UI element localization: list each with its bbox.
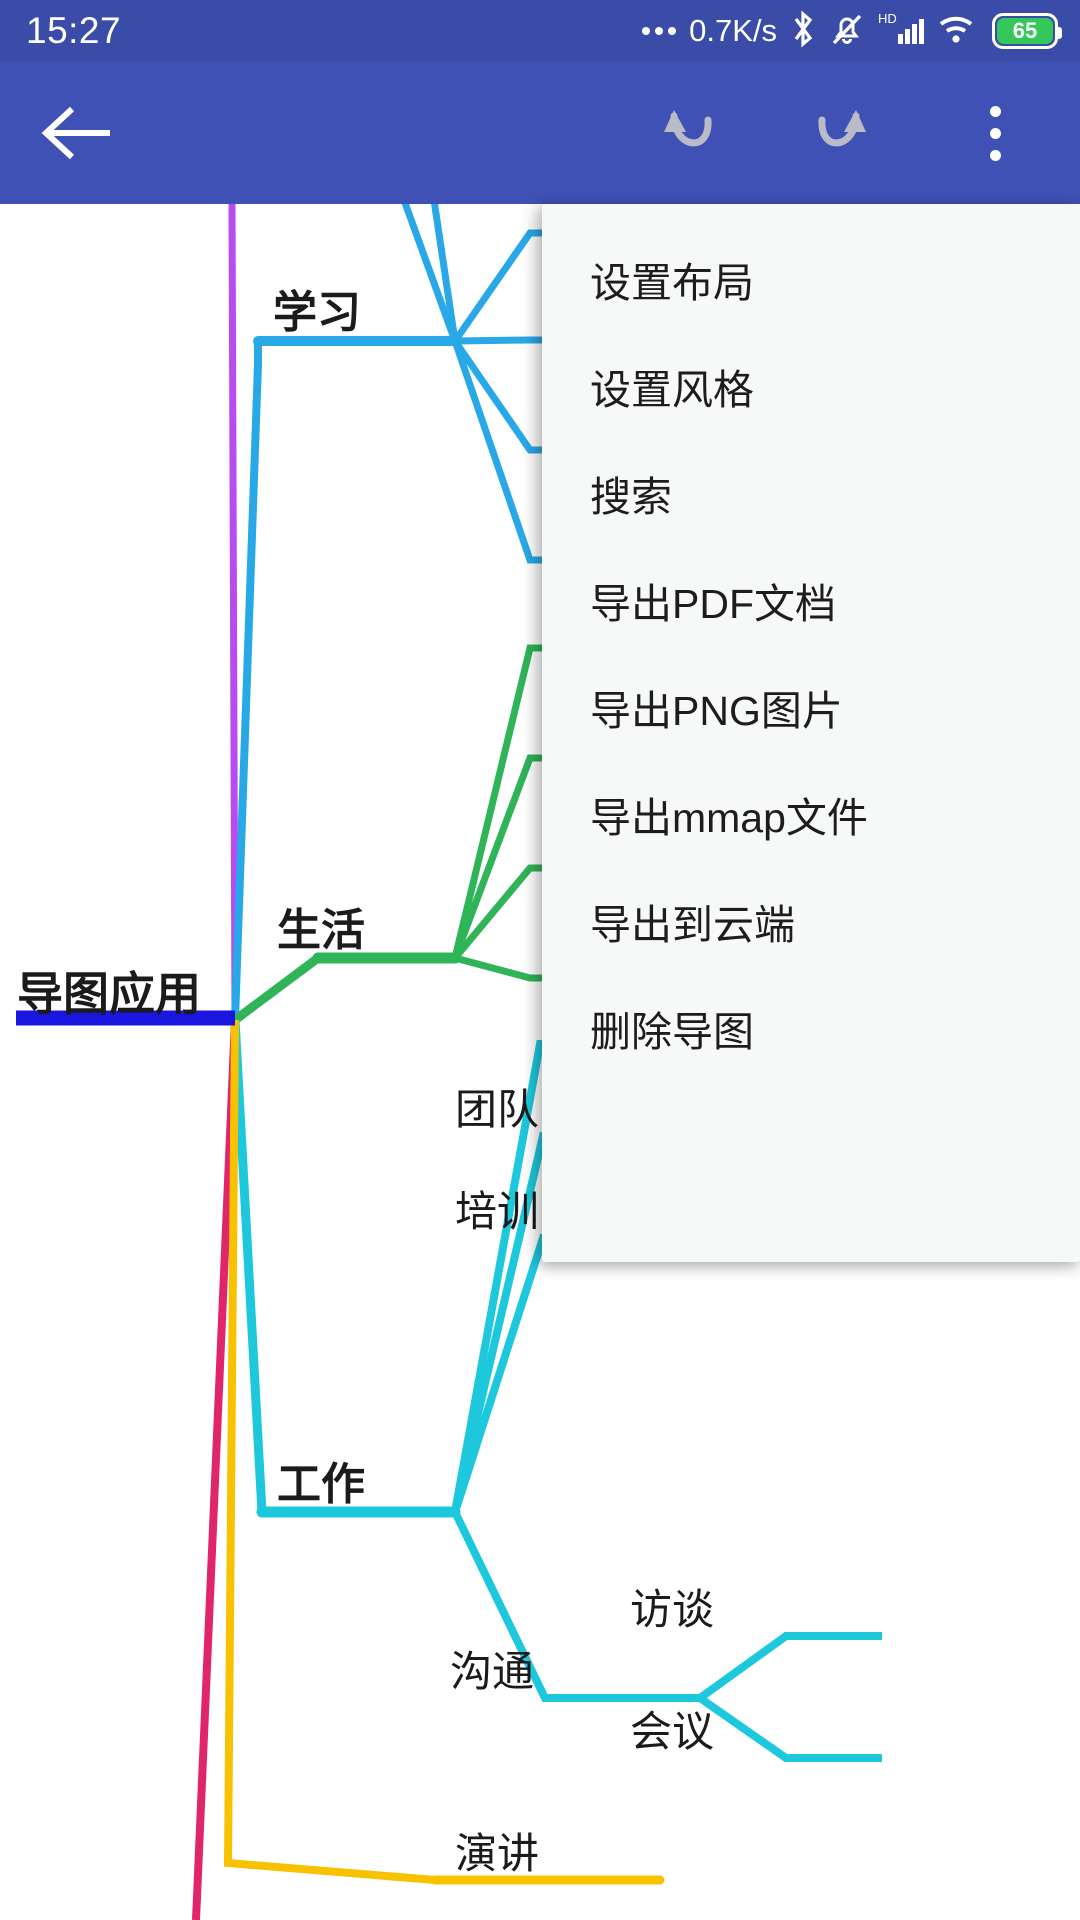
edge-root-crimson [192,1019,239,1920]
mindmap-node-life[interactable]: 生活 [277,906,365,955]
mindmap-node-study[interactable]: 学习 [273,288,361,337]
edge-study-child-1 [431,204,459,342]
mindmap-node-training[interactable]: 培训 [455,1188,540,1235]
mindmap-node-interview[interactable]: 访谈 [630,1586,715,1633]
edge-root-study [231,341,262,1021]
menu-item-export-pdf[interactable]: 导出PDF文档 [590,581,836,627]
edge-study-child-5 [451,339,547,564]
back-arrow-icon [41,106,110,160]
wifi-icon [937,10,979,53]
back-button[interactable] [22,62,132,204]
edge-life-child-0 [451,644,547,959]
mindmap-node-work[interactable]: 工作 [277,1460,365,1509]
bluetooth-icon [790,10,816,53]
more-dots-icon [642,27,677,35]
mindmap-node-team[interactable]: 团队 [455,1086,540,1133]
svg-text:HD: HD [878,11,897,26]
more-vertical-icon [989,105,1001,161]
menu-item-set-style[interactable]: 设置风格 [590,367,754,413]
edge-study-child-0 [401,204,459,343]
overflow-menu-button[interactable] [940,62,1050,204]
undo-button[interactable] [640,62,750,204]
redo-button[interactable] [780,62,890,204]
network-speed-label: 0.7K/s [689,13,777,48]
mindmap-node-speech[interactable]: 演讲 [455,1830,540,1877]
hd-signal-icon: HD [878,10,924,53]
undo-icon [664,110,712,147]
edge-root-life [232,954,321,1024]
menu-item-delete-map[interactable]: 删除导图 [590,1009,754,1055]
menu-item-search[interactable]: 搜索 [590,474,672,520]
mindmap-node-root[interactable]: 导图应用 [17,968,201,1020]
edge-study-child-3 [454,336,547,345]
edge-life-child-2 [452,864,547,961]
mindmap-edges [16,204,882,1920]
edge-comm-child-meeting [697,1694,882,1762]
status-clock: 15:27 [26,10,122,51]
edge-work-child-comm [451,1510,700,1702]
battery-icon: 65 [992,13,1062,49]
menu-item-export-png[interactable]: 导出PNG图片 [590,688,843,734]
edge-work-child-training [451,1234,700,1514]
edge-study-child-2 [452,229,547,343]
menu-item-export-cloud[interactable]: 导出到云端 [590,902,795,948]
edge-root-work [230,1019,267,1513]
redo-icon [818,110,866,147]
edge-root-speech [223,1019,436,1884]
mindmap-node-meeting[interactable]: 会议 [630,1708,715,1755]
edge-root-purple [228,204,239,1021]
overflow-dropdown-menu[interactable]: 设置布局 设置风格 搜索 导出PDF文档 导出PNG图片 导出mmap文件 导出… [542,204,1080,1262]
menu-item-set-layout[interactable]: 设置布局 [590,260,754,306]
status-bar: 15:27 0.7K/s HD [0,0,1080,62]
edge-life-child-3 [454,954,547,982]
edge-comm-child-interview [697,1632,882,1702]
edge-study-child-4 [452,339,547,454]
edge-life-child-1 [451,754,547,960]
mute-bell-icon [829,10,865,53]
menu-item-export-mmap[interactable]: 导出mmap文件 [590,795,868,841]
mindmap-node-communication[interactable]: 沟通 [450,1648,535,1695]
battery-level: 65 [1012,18,1038,43]
app-bar [0,62,1080,204]
